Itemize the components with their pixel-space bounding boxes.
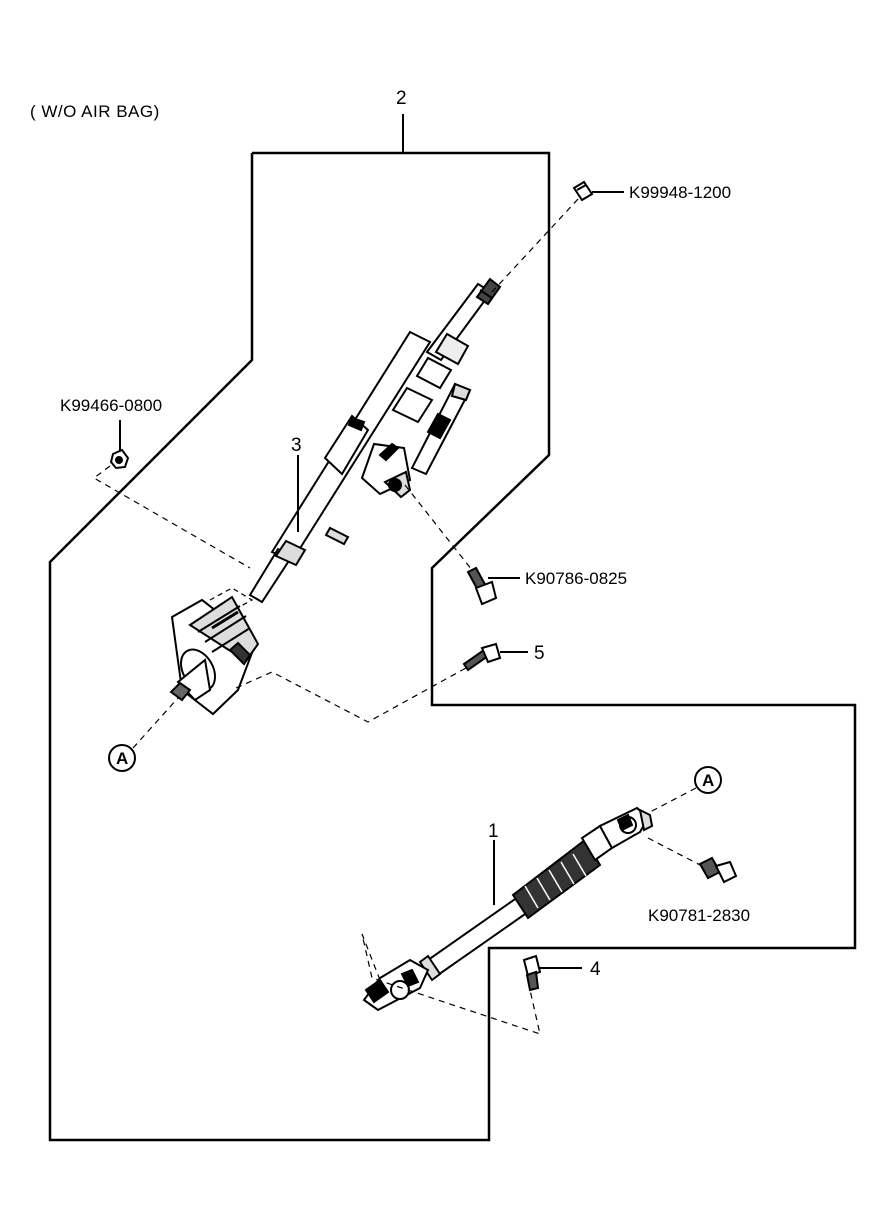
part-label-top-nut: K99948-1200 (629, 183, 731, 202)
part-label-bracket-bolt: K90786-0825 (525, 569, 627, 588)
callout-item2: 2 (396, 88, 407, 109)
dashed-connector-a-lower (649, 787, 697, 813)
steering-column-upper (169, 277, 502, 716)
bolt-item4 (522, 954, 542, 992)
part-label-left-nut: K99466-0800 (60, 396, 162, 415)
dashed-bracket-bolt (404, 484, 473, 571)
intermediate-shaft-lower (362, 806, 654, 1012)
connector-a-lower (694, 766, 722, 794)
dashed-bracket-slot (209, 587, 254, 613)
callout-item4: 4 (590, 959, 601, 980)
connector-a-lower-label: A (702, 771, 714, 790)
variant-caption: ( W/O AIR BAG) (30, 102, 160, 121)
part-label-joint-bolt: K90781-2830 (648, 906, 750, 925)
connector-a-upper (108, 744, 136, 772)
nut-top (572, 180, 594, 202)
dashed-item5 (235, 667, 467, 723)
bolt-item5 (462, 642, 502, 672)
bolt-bracket (466, 566, 498, 606)
dashed-item4 (361, 933, 541, 1035)
callout-item5: 5 (534, 643, 545, 664)
callout-item1: 1 (488, 821, 499, 842)
dashed-joint-bolt (647, 837, 703, 867)
nut-left (109, 448, 130, 470)
bolt-joint (698, 856, 738, 884)
dashed-top-nut (491, 198, 579, 293)
dashed-left-nut (92, 465, 251, 569)
callout-item3: 3 (291, 435, 302, 456)
connector-a-upper-label: A (116, 749, 128, 768)
assembly-outline-item2 (48, 151, 857, 1142)
dashed-connector-a-upper (132, 697, 179, 749)
